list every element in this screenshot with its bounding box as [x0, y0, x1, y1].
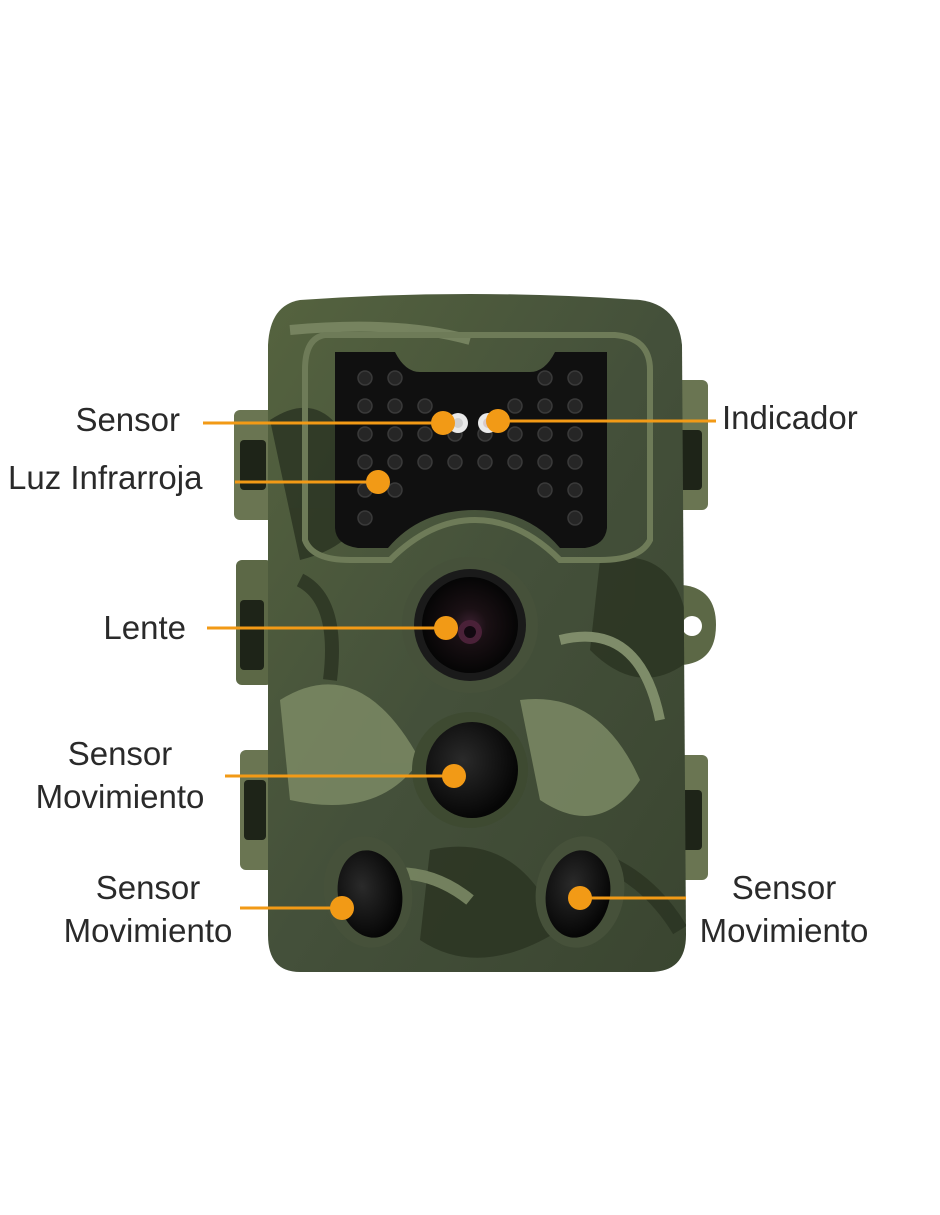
infrared-led — [417, 398, 433, 414]
label-motion-left-line2: Movimiento — [63, 912, 233, 949]
infrared-led — [507, 398, 523, 414]
infrared-led — [507, 454, 523, 470]
label-luz-infrarroja-text: Luz Infrarroja — [8, 459, 203, 496]
callout-dot-luz-infrarroja — [366, 470, 390, 494]
infrared-led — [567, 482, 583, 498]
infrared-led — [567, 370, 583, 386]
infrared-led — [357, 370, 373, 386]
label-motion-left: Sensor Movimiento — [48, 866, 248, 952]
callout-dot-motion-left — [330, 896, 354, 920]
label-luz-infrarroja: Luz Infrarroja — [8, 456, 202, 499]
label-indicador-text: Indicador — [722, 399, 858, 436]
infrared-led — [417, 426, 433, 442]
callout-dot-lente — [434, 616, 458, 640]
left-strap-bracket — [234, 410, 274, 870]
infrared-led-array — [357, 370, 583, 526]
callout-layer — [203, 409, 716, 920]
callout-dot-indicador — [486, 409, 510, 433]
infrared-led — [537, 398, 553, 414]
label-lente: Lente — [40, 606, 186, 649]
label-motion-center-line2: Movimiento — [35, 778, 205, 815]
label-motion-right: Sensor Movimiento — [684, 866, 884, 952]
infrared-led — [567, 510, 583, 526]
infrared-led — [567, 398, 583, 414]
label-motion-center: Sensor Movimiento — [20, 732, 220, 818]
callout-dot-sensor — [431, 411, 455, 435]
label-lente-text: Lente — [103, 609, 186, 646]
infrared-led — [387, 398, 403, 414]
infrared-led — [537, 426, 553, 442]
infrared-led — [387, 454, 403, 470]
label-sensor-text: Sensor — [75, 401, 180, 438]
infrared-led — [417, 454, 433, 470]
motion-sensor-center — [412, 712, 528, 828]
camera-lens — [402, 557, 538, 693]
infrared-led — [357, 426, 373, 442]
label-motion-left-line1: Sensor — [95, 869, 201, 906]
infrared-led — [447, 454, 463, 470]
label-motion-right-line1: Sensor — [731, 869, 837, 906]
motion-sensor-left — [323, 836, 413, 948]
infrared-led — [387, 482, 403, 498]
infrared-led — [567, 426, 583, 442]
label-motion-center-line1: Sensor — [67, 735, 173, 772]
infrared-led — [537, 454, 553, 470]
infrared-led — [477, 454, 493, 470]
infrared-panel — [335, 352, 607, 548]
infrared-led — [387, 426, 403, 442]
infrared-led — [357, 454, 373, 470]
infrared-led — [387, 370, 403, 386]
label-indicador: Indicador — [722, 396, 858, 439]
label-sensor: Sensor — [40, 398, 180, 441]
callout-dot-motion-right — [568, 886, 592, 910]
infrared-led — [357, 398, 373, 414]
callout-dot-motion-center — [442, 764, 466, 788]
infrared-led — [537, 370, 553, 386]
infrared-led — [567, 454, 583, 470]
infrared-led — [507, 426, 523, 442]
infrared-led — [357, 510, 373, 526]
label-motion-right-line2: Movimiento — [699, 912, 869, 949]
infrared-led — [537, 482, 553, 498]
